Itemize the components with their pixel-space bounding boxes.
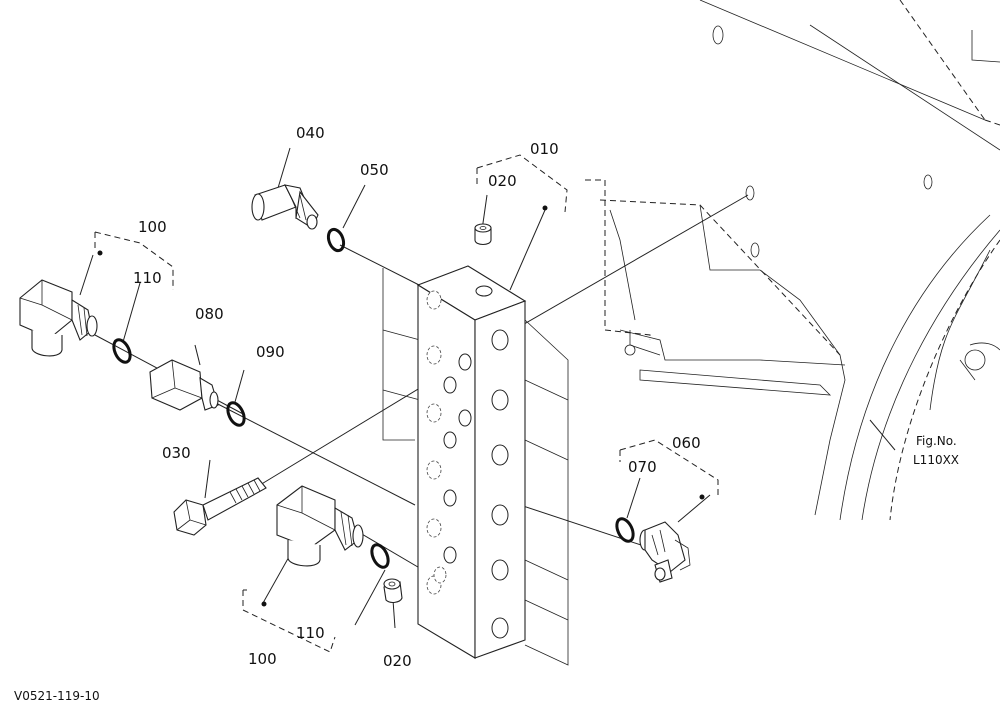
grease-nipple-060 (639, 521, 691, 583)
o-ring-110-bottom (370, 543, 390, 569)
callout-030: 030 (162, 444, 191, 462)
drawing-code: V0521-119-10 (14, 689, 100, 703)
bolt-030 (173, 477, 267, 536)
o-ring-070 (615, 517, 635, 543)
callout-050: 050 (360, 161, 389, 179)
callout-110-bottom: 110 (296, 624, 325, 642)
o-ring-050 (326, 227, 346, 253)
callout-090: 090 (256, 343, 285, 361)
connector-040 (251, 184, 319, 230)
elbow-100-bottom (276, 485, 364, 567)
callout-080: 080 (195, 305, 224, 323)
group-brackets (94, 154, 719, 653)
callout-070: 070 (628, 458, 657, 476)
machine-housing (585, 0, 1000, 521)
plug-020-bottom (383, 578, 403, 603)
callout-020-bottom: 020 (383, 652, 412, 670)
fig-no-label: Fig.No. (916, 434, 957, 448)
callout-100-bottom: 100 (248, 650, 277, 668)
callout-020-top: 020 (488, 172, 517, 190)
callout-040: 040 (296, 124, 325, 142)
o-ring-110-top (112, 338, 132, 364)
fig-number: L110XX (913, 453, 959, 467)
o-ring-090 (226, 401, 246, 427)
callout-010: 010 (530, 140, 559, 158)
elbow-100-top (19, 279, 98, 357)
manifold-block (416, 265, 527, 659)
callout-100-top: 100 (138, 218, 167, 236)
adapter-080 (149, 359, 219, 411)
callout-110-top: 110 (133, 269, 162, 287)
callout-060: 060 (672, 434, 701, 452)
plug-020-top (474, 223, 492, 246)
